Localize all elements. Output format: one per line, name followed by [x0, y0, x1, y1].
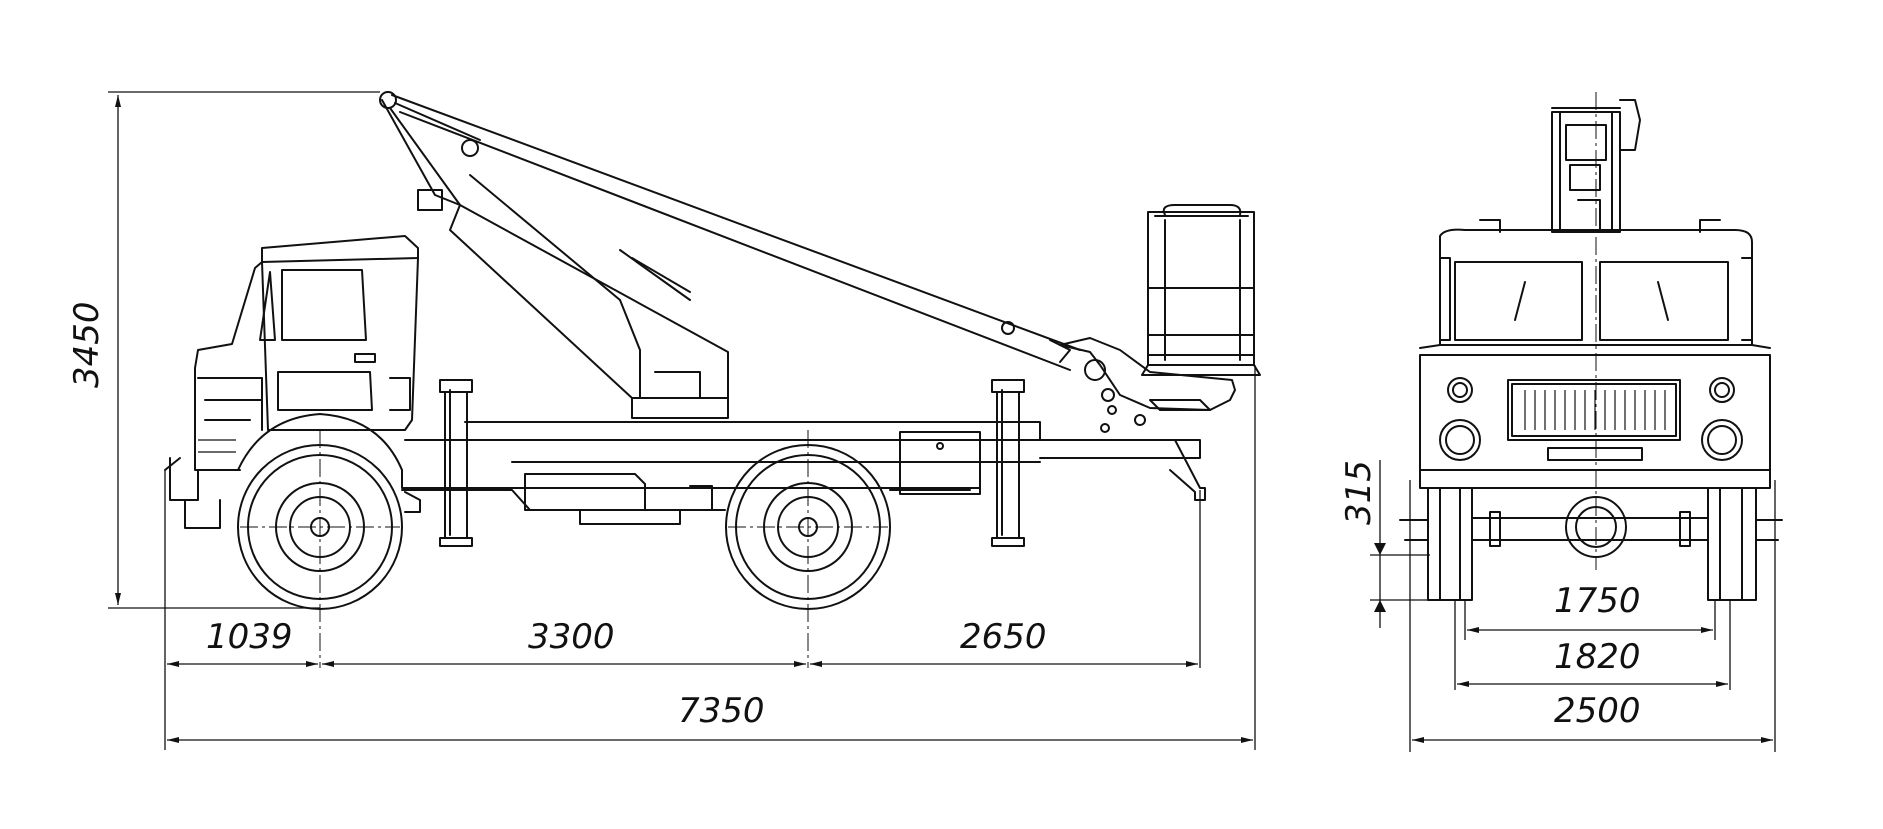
dim-height-label: 3450 [67, 301, 107, 388]
work-basket [1141, 204, 1261, 376]
dim-overall-width-label: 2500 [1554, 691, 1641, 731]
side-view [164, 91, 1261, 610]
front-view [1399, 99, 1783, 601]
dimension-labels: 3450 1039 3300 2650 7350 315 1750 1820 2… [67, 301, 1641, 731]
dim-wheelbase-label: 3300 [528, 617, 615, 657]
truck-cab [164, 235, 419, 529]
boom-turret [619, 299, 729, 419]
center-lines [240, 92, 1597, 668]
chassis-frame [401, 421, 1206, 525]
front-view-body [1419, 344, 1771, 489]
front-outrigger [439, 379, 473, 547]
dim-track-rear-label: 1750 [1554, 581, 1641, 621]
front-view-boom-mast [1551, 99, 1641, 233]
rear-outrigger [991, 379, 1025, 547]
dim-rear-overhang-label: 2650 [960, 617, 1047, 657]
dimension-lines [108, 91, 1776, 752]
dim-overall-length-label: 7350 [678, 691, 765, 731]
front-view-axle [1399, 487, 1783, 601]
front-view-cab [1439, 219, 1753, 346]
upper-boom [379, 91, 1081, 371]
boom-head [1049, 337, 1236, 433]
lower-boom [381, 99, 729, 399]
dim-ground-clearance-label: 315 [1339, 460, 1379, 525]
dim-track-front-label: 1820 [1554, 637, 1641, 677]
dim-front-overhang-label: 1039 [206, 617, 293, 657]
